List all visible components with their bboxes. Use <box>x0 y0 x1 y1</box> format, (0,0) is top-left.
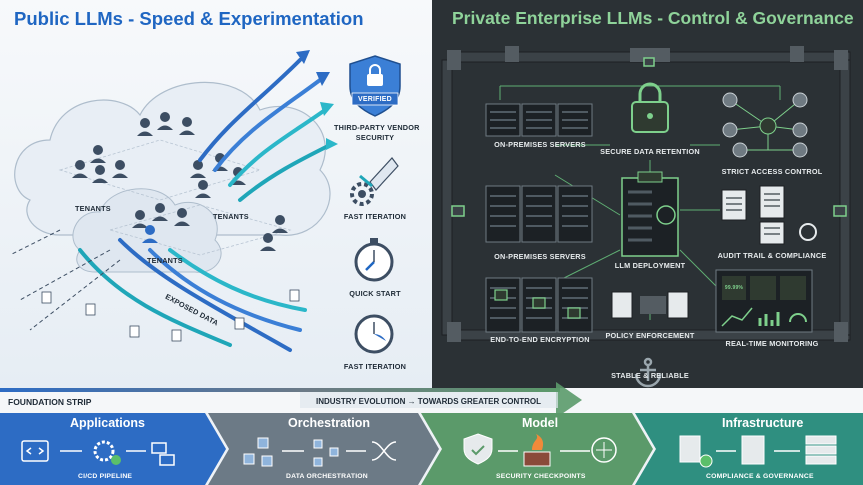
monitoring-label: REAL-TIME MONITORING <box>725 339 819 348</box>
stage-subtitle-applications: CI/CD PIPELINE <box>78 473 133 480</box>
stage-band-orchestration <box>208 413 439 485</box>
monitor-value: 99.99% <box>724 285 744 291</box>
foundation-strip-label: FOUNDATION STRIP <box>8 397 92 407</box>
feature-label: THIRD-PARTY VENDOR <box>334 123 420 132</box>
stage-title-infrastructure: Infrastructure <box>722 416 804 430</box>
evolution-label: INDUSTRY EVOLUTION → TOWARDS GREATER CON… <box>316 397 542 406</box>
policy-label: POLICY ENFORCEMENT <box>605 331 695 340</box>
retention-label: SECURE DATA RETENTION <box>600 147 700 156</box>
audit-label: AUDIT TRAIL & COMPLIANCE <box>717 251 827 260</box>
servers-label: ON-PREMISES SERVERS <box>494 140 586 149</box>
stopwatch-icon <box>354 238 394 282</box>
feature-label: FAST ITERATION <box>343 212 407 221</box>
tenants-label: TENANTS <box>75 204 111 213</box>
clock-icon <box>354 314 394 354</box>
rocket-gear-icon <box>350 157 399 206</box>
verified-badge-text: VERIFIED <box>358 96 392 103</box>
stage-subtitle-orchestration: DATA ORCHESTRATION <box>286 473 368 480</box>
stage-subtitle-model: SECURITY CHECKPOINTS <box>496 473 586 480</box>
feature-label: SECURITY <box>355 133 395 142</box>
fortress-illustration <box>441 46 851 388</box>
feature-label: QUICK START <box>349 289 401 298</box>
tenants-label: TENANTS <box>147 256 183 265</box>
verified-shield-icon <box>349 55 401 117</box>
stable-label: STABLE & RELIABLE <box>611 371 689 380</box>
feature-label: FAST ITERATION <box>343 362 407 371</box>
stage-title-applications: Applications <box>70 416 146 430</box>
stage-subtitle-infrastructure: COMPLIANCE & GOVERNANCE <box>706 473 814 480</box>
deployment-label: LLM DEPLOYMENT <box>614 261 686 270</box>
tenants-label: TENANTS <box>213 212 249 221</box>
stage-band-applications <box>0 413 226 485</box>
feature-icons <box>349 55 401 354</box>
access-label: STRICT ACCESS CONTROL <box>721 167 823 176</box>
stage-title-model: Model <box>522 416 559 430</box>
servers-label: ON-PREMISES SERVERS <box>494 252 586 261</box>
encryption-label: END-TO-END ENCRYPTION <box>490 335 590 344</box>
stage-title-orchestration: Orchestration <box>288 416 370 430</box>
public-cloud-illustration <box>9 50 338 352</box>
public-llm-title: Public LLMs - Speed & Experimentation <box>14 8 364 29</box>
private-llm-title: Private Enterprise LLMs - Control & Gove… <box>452 8 854 28</box>
